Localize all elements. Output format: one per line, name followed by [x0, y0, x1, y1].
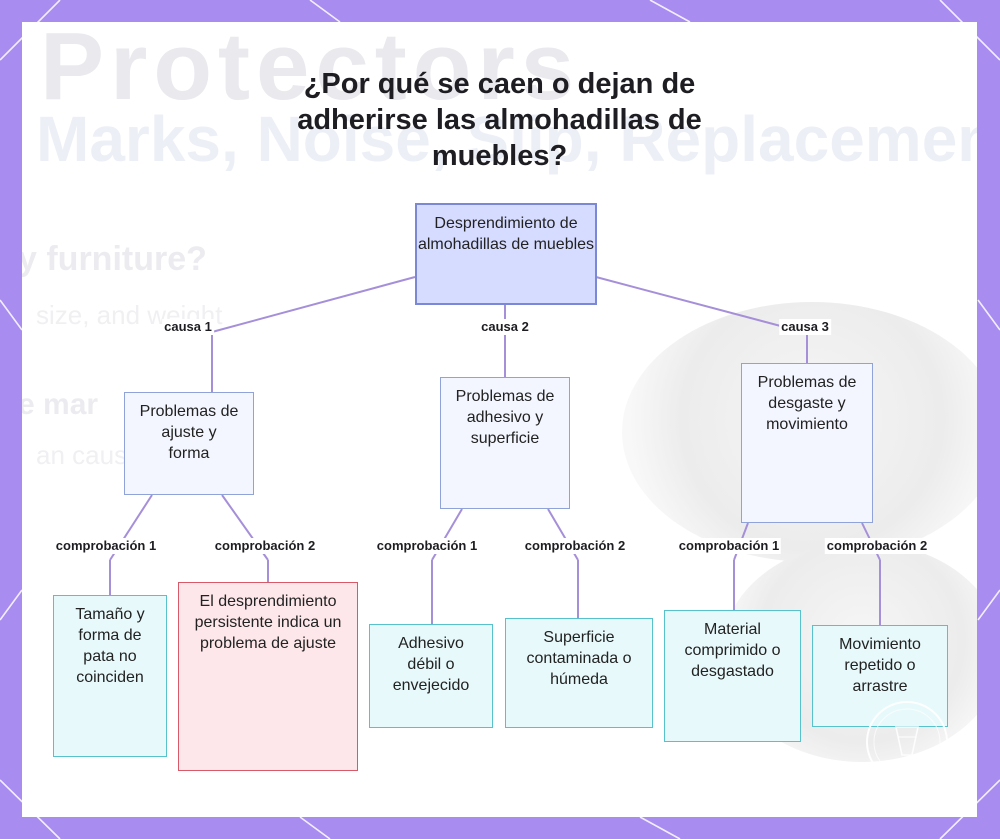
- leaf-node-label: Movimiento repetido o arrastre: [813, 634, 947, 697]
- diagram-card: Protectors Marks, Noise, Slip, Replaceme…: [22, 22, 977, 817]
- leaf-node-label: Superficie contaminada o húmeda: [506, 627, 652, 690]
- edge-label-check-2: comprobación 2: [825, 538, 929, 554]
- logo-seal-icon: [862, 697, 952, 787]
- cause-node-label: Problemas de desgaste y movimiento: [742, 372, 872, 435]
- leaf-node-contaminated-surface: Superficie contaminada o húmeda: [505, 618, 653, 728]
- edge-label-check-2: comprobación 2: [213, 538, 317, 554]
- root-node-label: Desprendimiento de almohadillas de muebl…: [417, 213, 595, 255]
- edge-label-check-1: comprobación 1: [54, 538, 158, 554]
- cause-node-adhesive-surface: Problemas de adhesivo y superficie: [440, 377, 570, 509]
- leaf-node-label: Adhesivo débil o envejecido: [370, 633, 492, 696]
- cause-node-label: Problemas de ajuste y forma: [125, 401, 253, 464]
- cause-node-fit-shape: Problemas de ajuste y forma: [124, 392, 254, 495]
- edge-label-cause-1: causa 1: [162, 319, 214, 335]
- leaf-node-persistent-detachment: El desprendimiento persistente indica un…: [178, 582, 358, 771]
- leaf-node-weak-adhesive: Adhesivo débil o envejecido: [369, 624, 493, 728]
- leaf-node-label: El desprendimiento persistente indica un…: [179, 591, 357, 654]
- edge-label-cause-3: causa 3: [779, 319, 831, 335]
- cause-node-wear-movement: Problemas de desgaste y movimiento: [741, 363, 873, 523]
- leaf-node-compressed-material: Material comprimido o desgastado: [664, 610, 801, 742]
- leaf-node-size-mismatch: Tamaño y forma de pata no coinciden: [53, 595, 167, 757]
- leaf-node-label: Material comprimido o desgastado: [665, 619, 800, 682]
- root-node: Desprendimiento de almohadillas de muebl…: [415, 203, 597, 305]
- edge-label-check-1: comprobación 1: [677, 538, 781, 554]
- cause-node-label: Problemas de adhesivo y superficie: [441, 386, 569, 449]
- edge-label-check-1: comprobación 1: [375, 538, 479, 554]
- edge-label-cause-2: causa 2: [479, 319, 531, 335]
- leaf-node-label: Tamaño y forma de pata no coinciden: [54, 604, 166, 688]
- edge-label-check-2: comprobación 2: [523, 538, 627, 554]
